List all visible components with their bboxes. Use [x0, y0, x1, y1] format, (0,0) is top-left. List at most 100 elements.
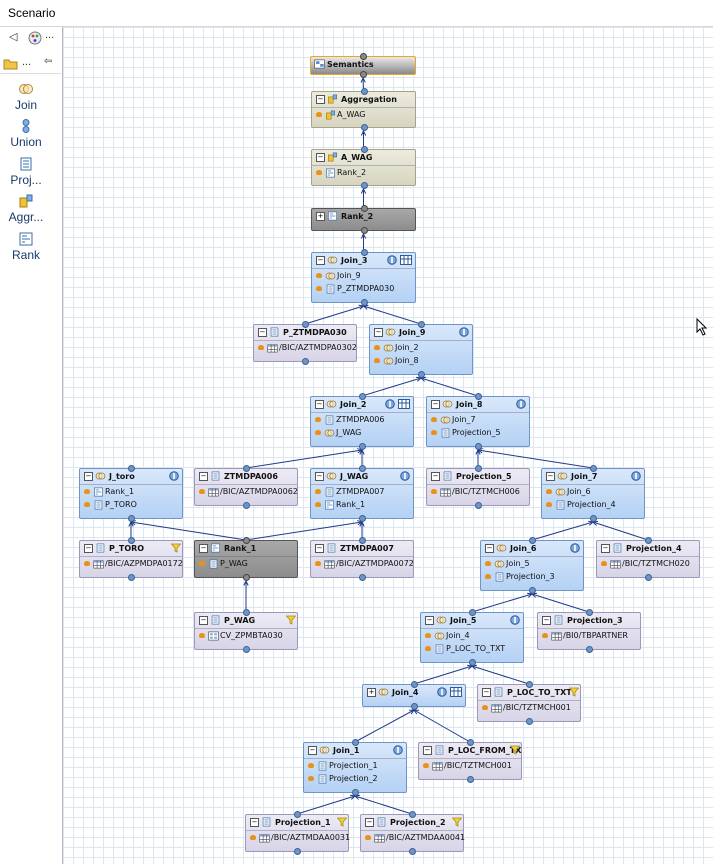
collapse-icon[interactable]: −: [365, 818, 374, 827]
node-input-row[interactable]: Join_7: [427, 413, 529, 426]
node-input-row[interactable]: /BIC/AZPMDPA0172: [80, 557, 183, 570]
collapse-icon[interactable]: −: [258, 328, 267, 337]
node-input-row[interactable]: P_TORO: [80, 498, 182, 511]
node-header[interactable]: −J_WAG: [311, 469, 413, 484]
output-port[interactable]: [360, 146, 368, 153]
node-header[interactable]: +Join_4: [363, 685, 465, 700]
node-header[interactable]: −P_ZTMDPA030: [254, 325, 356, 340]
join-type-icon[interactable]: [169, 471, 179, 481]
node-input-row[interactable]: Rank_1: [80, 485, 182, 498]
node-header[interactable]: −Join_8: [427, 397, 529, 412]
collapse-icon[interactable]: −: [250, 818, 259, 827]
node-header[interactable]: −Join_3: [312, 253, 415, 268]
node-input-row[interactable]: /BIC/TZTMCH020: [597, 557, 699, 570]
node-input-row[interactable]: /BI0/TBPARTNER: [538, 629, 640, 642]
node-input-row[interactable]: /BIC/TZTMCH001: [419, 759, 521, 772]
input-port[interactable]: [529, 587, 536, 594]
node-input-row[interactable]: /BIC/AZTMDAA0031: [246, 831, 350, 844]
input-port[interactable]: [526, 718, 533, 725]
output-port[interactable]: [360, 249, 368, 256]
collapse-icon[interactable]: −: [315, 472, 324, 481]
collapse-icon[interactable]: −: [199, 616, 208, 625]
input-port[interactable]: [294, 848, 301, 855]
output-port[interactable]: [590, 465, 597, 472]
input-port[interactable]: [418, 371, 425, 378]
expand-icon[interactable]: +: [367, 688, 376, 697]
collapse-icon[interactable]: −: [315, 400, 324, 409]
node-input-row[interactable]: J_WAG: [311, 426, 413, 439]
palette-item-projection[interactable]: Proj...: [0, 157, 52, 187]
node-header[interactable]: −Join_9: [370, 325, 472, 340]
input-port[interactable]: [469, 659, 476, 666]
node-header[interactable]: −Join_6: [481, 541, 583, 556]
collapse-icon[interactable]: −: [199, 544, 208, 553]
palette-item-rank[interactable]: Rank: [0, 232, 52, 262]
collapse-icon[interactable]: −: [485, 544, 494, 553]
filter-icon[interactable]: [509, 745, 521, 755]
collapse-icon[interactable]: −: [423, 746, 432, 755]
node-ztmdpa007[interactable]: −ZTMDPA007/BIC/AZTMDPA0072: [310, 537, 414, 581]
star-join-icon[interactable]: [400, 255, 412, 265]
node-input-row[interactable]: Join_5: [481, 557, 583, 570]
input-port[interactable]: [360, 227, 368, 234]
collapse-icon[interactable]: −: [542, 616, 551, 625]
node-input-row[interactable]: Join_2: [370, 341, 472, 354]
node-input-row[interactable]: ZTMDPA007: [311, 485, 413, 498]
collapse-icon[interactable]: −: [601, 544, 610, 553]
node-join-4[interactable]: +Join_4: [362, 681, 466, 710]
join-type-icon[interactable]: [400, 471, 410, 481]
collapse-icon[interactable]: −: [199, 472, 208, 481]
node-header[interactable]: −P_LOC_FROM_TX: [419, 743, 521, 758]
output-port[interactable]: [243, 609, 250, 616]
input-port[interactable]: [243, 646, 250, 653]
input-port[interactable]: [360, 71, 367, 78]
node-header[interactable]: −J_toro: [80, 469, 182, 484]
palette-drawer-more-button[interactable]: ...: [22, 56, 32, 68]
filter-icon[interactable]: [285, 615, 297, 625]
star-join-icon[interactable]: [450, 687, 462, 697]
input-port[interactable]: [467, 776, 474, 783]
output-port[interactable]: [411, 681, 418, 688]
node-header[interactable]: −P_WAG: [195, 613, 297, 628]
star-join-icon[interactable]: [398, 399, 410, 409]
output-port[interactable]: [475, 465, 482, 472]
join-type-icon[interactable]: [510, 615, 520, 625]
input-port[interactable]: [590, 515, 597, 522]
output-port[interactable]: [128, 465, 135, 472]
node-input-row[interactable]: Projection_2: [304, 772, 406, 785]
input-port[interactable]: [360, 124, 368, 131]
node-projection-4[interactable]: −Projection_4/BIC/TZTMCH020: [596, 537, 700, 581]
filter-icon[interactable]: [170, 543, 182, 553]
input-port[interactable]: [409, 848, 416, 855]
collapse-icon[interactable]: −: [84, 472, 93, 481]
join-type-icon[interactable]: [437, 687, 447, 697]
input-port[interactable]: [360, 299, 368, 306]
input-port[interactable]: [128, 574, 135, 581]
node-header[interactable]: −ZTMDPA007: [311, 541, 413, 556]
input-port[interactable]: [128, 515, 135, 522]
collapse-icon[interactable]: −: [308, 746, 317, 755]
output-port[interactable]: [526, 681, 533, 688]
node-header[interactable]: −P_TORO: [80, 541, 182, 556]
join-type-icon[interactable]: [570, 543, 580, 553]
palette-item-union[interactable]: Union: [0, 119, 52, 149]
node-header[interactable]: −P_LOC_TO_TXT: [478, 685, 580, 700]
node-input-row[interactable]: P_WAG: [195, 557, 297, 570]
input-port[interactable]: [243, 502, 250, 509]
palette-item-join[interactable]: Join: [0, 82, 52, 112]
output-port[interactable]: [529, 537, 536, 544]
node-input-row[interactable]: /BIC/AZTMDAA0041: [361, 831, 465, 844]
node-input-row[interactable]: CV_ZPMBTA030: [195, 629, 297, 642]
input-port[interactable]: [359, 574, 366, 581]
node-header[interactable]: −Join_1: [304, 743, 406, 758]
node-input-row[interactable]: P_LOC_TO_TXT: [421, 642, 523, 655]
node-header[interactable]: −Projection_3: [538, 613, 640, 628]
collapse-icon[interactable]: −: [316, 153, 325, 162]
input-port[interactable]: [475, 443, 482, 450]
output-port[interactable]: [243, 537, 250, 544]
